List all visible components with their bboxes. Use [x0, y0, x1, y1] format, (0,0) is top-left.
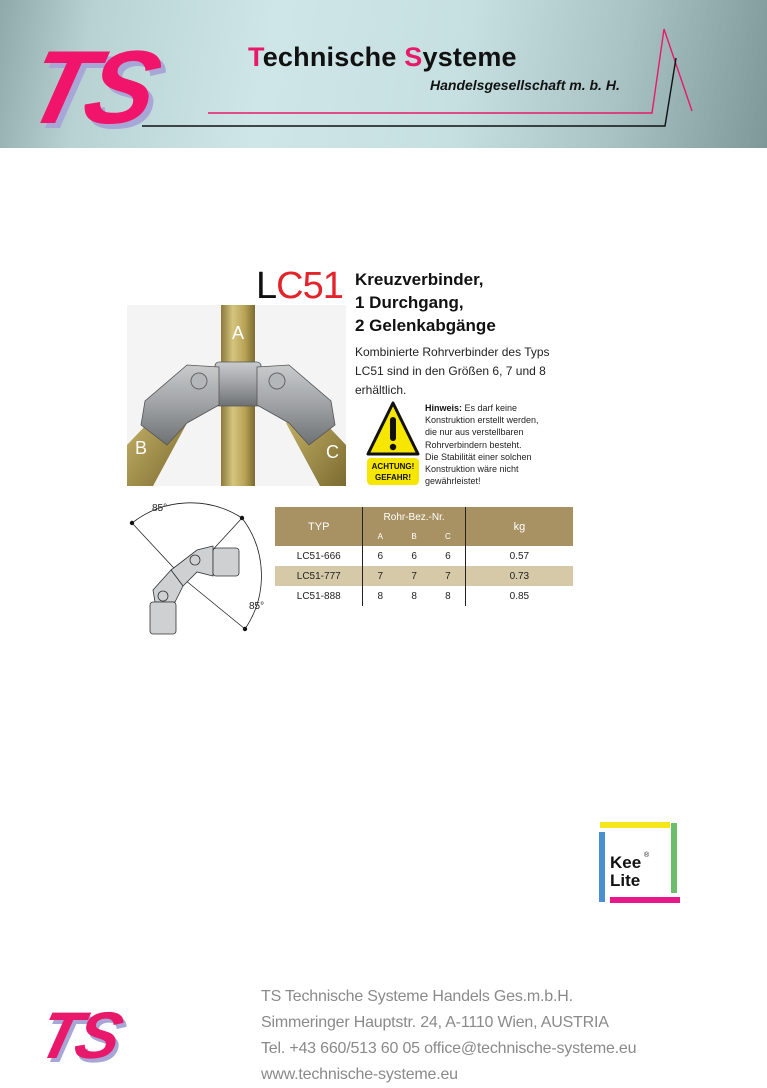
cell-typ: LC51-888: [275, 586, 364, 606]
keelite-registered: ®: [644, 851, 650, 859]
svg-text:TS: TS: [16, 29, 171, 145]
product-code: LC51: [256, 265, 344, 308]
footer-company: TS Technische Systeme Handels Ges.m.b.H.: [261, 988, 573, 1005]
cell-c: 6: [430, 546, 466, 566]
keelite-line2: Lite: [610, 871, 640, 890]
brand-title-part1: echnische: [262, 42, 405, 72]
header-banner: TS TS Technische Systeme Handelsgesellsc…: [0, 0, 767, 148]
brand-title-accent-s: S: [404, 42, 423, 72]
photo-label-a: A: [232, 323, 245, 343]
warning-badge-line2: GEFAHR!: [375, 473, 411, 482]
cell-c: 8: [430, 586, 466, 606]
product-photo: A B C: [127, 305, 346, 486]
cell-typ: LC51-777: [275, 566, 364, 586]
cell-c: 7: [430, 566, 466, 586]
brand-title-part2: ysteme: [422, 42, 517, 72]
warning-line: gewährleistet!: [425, 476, 481, 487]
angle-diagram: 85° 85°: [125, 498, 275, 638]
product-title-line: Kreuzverbinder,: [355, 270, 484, 289]
footer-address: Simmeringer Hauptstr. 24, A-1110 Wien, A…: [261, 1014, 609, 1031]
warning-icon: ACHTUNG! GEFAHR!: [366, 400, 420, 486]
connector-photo-illustration: [127, 305, 346, 486]
keelite-logo: Kee ® Lite: [597, 820, 683, 906]
cell-b: 7: [397, 566, 431, 586]
cell-kg: 0.73: [465, 566, 573, 586]
product-title-line: 1 Durchgang,: [355, 293, 464, 312]
warning-line: Die Stabilität einer solchen: [425, 451, 532, 462]
spec-table: TYP Rohr-Bez.-Nr. kg A B C LC51-666 6 6 …: [275, 507, 573, 606]
cell-a: 6: [377, 550, 384, 562]
footer-contact: TS Technische Systeme Handels Ges.m.b.H.…: [261, 984, 637, 1088]
warning-line: Konstruktion wäre nicht: [425, 464, 519, 475]
col-header-c: C: [430, 527, 466, 546]
brand-title: Technische Systeme: [248, 42, 517, 73]
product-title: Kreuzverbinder, 1 Durchgang, 2 Gelenkabg…: [355, 268, 496, 337]
warning-heading: Hinweis:: [425, 403, 463, 413]
cell-kg: 0.85: [509, 590, 530, 602]
ts-logo-icon: TS TS: [16, 29, 176, 148]
col-header-rohr: Rohr-Bez.-Nr.: [362, 507, 466, 527]
description-line: erhältlich.: [355, 383, 407, 397]
footer-ts-logo-icon: TS TS: [31, 990, 148, 1077]
angle-label-right: 85°: [249, 601, 264, 612]
product-code-prefix: L: [256, 265, 277, 307]
brand-title-accent-t: T: [248, 42, 263, 72]
table-row: LC51-888 8 8 8 0.85: [275, 586, 573, 606]
cell-a: 7: [362, 566, 398, 586]
col-header-a: A: [362, 527, 398, 546]
warning-line: Konstruktion erstellt werden,: [425, 415, 539, 426]
warning-line: die nur aus verstellbaren: [425, 427, 524, 438]
header-decoration: TS TS: [16, 28, 693, 148]
footer-phone-email[interactable]: Tel. +43 660/513 60 05 office@technische…: [261, 1040, 637, 1057]
footer-website-link[interactable]: www.technische-systeme.eu: [261, 1066, 458, 1083]
warning-badge-line1: ACHTUNG!: [372, 462, 415, 471]
photo-label-c: C: [326, 442, 339, 462]
warning-line: Es darf keine: [462, 403, 518, 413]
photo-label-b: B: [135, 438, 148, 458]
product-description: Kombinierte Rohrverbinder des Typs LC51 …: [355, 343, 595, 400]
warning-notice: Hinweis: Es darf keine Konstruktion erst…: [425, 402, 575, 487]
cell-typ: LC51-666: [275, 546, 364, 566]
table-row: LC51-777 7 7 7 0.73: [275, 566, 573, 586]
cell-b: 6: [411, 550, 417, 562]
col-header-typ: TYP: [275, 507, 364, 546]
cell-a: 8: [377, 590, 384, 602]
product-title-line: 2 Gelenkabgänge: [355, 316, 496, 335]
product-code-number: C51: [276, 265, 344, 307]
brand-subtitle: Handelsgesellschaft m. b. H.: [430, 77, 620, 93]
description-line: Kombinierte Rohrverbinder des Typs: [355, 345, 550, 359]
col-header-kg: kg: [465, 507, 573, 546]
warning-line: Rohrverbindern besteht.: [425, 439, 522, 450]
keelite-line1: Kee: [610, 853, 641, 872]
cell-kg: 0.57: [509, 550, 530, 562]
description-line: LC51 sind in den Größen 6, 7 und 8: [355, 364, 546, 378]
cell-b: 8: [411, 590, 417, 602]
col-header-b: B: [397, 527, 431, 546]
footer-logo-text: TS: [38, 999, 129, 1070]
angle-label-top: 85°: [152, 503, 167, 514]
table-row: LC51-666 6 6 6 0.57: [275, 546, 573, 566]
